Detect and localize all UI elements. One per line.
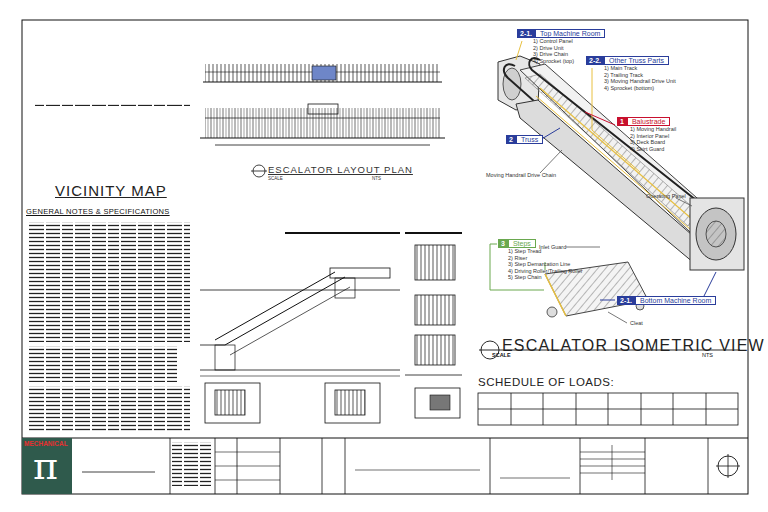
logo-symbol: π	[33, 446, 58, 488]
part-list-item: 4) Sprocket (bottom)	[604, 85, 676, 92]
callout-number: 3	[498, 239, 508, 248]
callout-title: Steps	[508, 239, 536, 248]
callout-title: Truss	[516, 135, 543, 144]
part-list-item: 2) Trailing Track	[604, 72, 676, 79]
callout-number: 1	[617, 117, 627, 126]
scale-label: SCALE	[492, 352, 511, 358]
view-title: ESCALATOR ISOMETRIC VIEW	[502, 337, 765, 355]
callout-title: Top Machine Room	[535, 29, 605, 38]
callout-header: 3Steps	[498, 239, 583, 248]
part-label: Operating Panel	[646, 193, 686, 199]
callout-header: 2-1.Bottom Machine Room	[617, 296, 716, 305]
callout-header: 1Balustrade	[617, 117, 676, 126]
part-list-item: 3) Deck Board	[630, 139, 676, 146]
callout-group: 3Steps1) Step Tread2) Riser3) Step Demar…	[498, 239, 583, 281]
view-title: ESCALATOR LAYOUT PLAN	[268, 165, 413, 175]
callout-header: 2-2.Other Truss Parts	[586, 56, 676, 65]
callout-number: 2-2.	[586, 56, 604, 65]
callout-title: Other Truss Parts	[604, 56, 669, 65]
part-list-item: 3) Step Demarcation Line	[508, 261, 583, 268]
part-list-item: 5) Step Chain	[508, 274, 583, 281]
part-list-item: 1) Main Track	[604, 65, 676, 72]
callout-title: Bottom Machine Room	[635, 296, 716, 305]
part-list-item: 4) Driving Roller/Trailing Roller	[508, 268, 583, 275]
callout-group: 2-2.Other Truss Parts1) Main Track2) Tra…	[586, 56, 676, 91]
part-label: Cleat	[630, 320, 643, 326]
part-list-item: 2) Interior Panel	[630, 133, 676, 140]
callout-header: 2-1.Top Machine Room	[517, 29, 605, 38]
scale-value: NTS	[702, 352, 713, 358]
section-heading: VICINITY MAP	[55, 183, 167, 200]
scale-label: SCALE	[268, 177, 283, 182]
callout-group: 2-1.Bottom Machine Room	[617, 296, 716, 305]
callout-title: Balustrade	[627, 117, 670, 126]
part-list-item: 1) Control Panel	[533, 38, 605, 45]
part-label: Moving Handrail Drive Chain	[486, 172, 556, 178]
callout-number: 2-1.	[617, 296, 635, 305]
part-list-item: 1) Moving Handrail	[630, 126, 676, 133]
callout-group: 2Truss	[506, 135, 543, 144]
part-list-item: 2) Drive Unit	[533, 45, 605, 52]
part-list-item: 4) Skirt Guard	[630, 146, 676, 153]
callout-header: 2Truss	[506, 135, 543, 144]
part-list-item: 3) Moving Handrail Drive Unit	[604, 78, 676, 85]
part-label: Inlet Guard	[539, 244, 566, 250]
part-list-item: 2) Riser	[508, 255, 583, 262]
callout-number: 2-1.	[517, 29, 535, 38]
section-heading: GENERAL NOTES & SPECIFICATIONS	[26, 208, 170, 216]
table-title: SCHEDULE OF LOADS:	[478, 376, 614, 389]
callout-group: 1Balustrade1) Moving Handrail2) Interior…	[617, 117, 676, 152]
part-list-item: 1) Step Tread	[508, 248, 583, 255]
callout-number: 2	[506, 135, 516, 144]
scale-value: NTS	[372, 177, 381, 182]
